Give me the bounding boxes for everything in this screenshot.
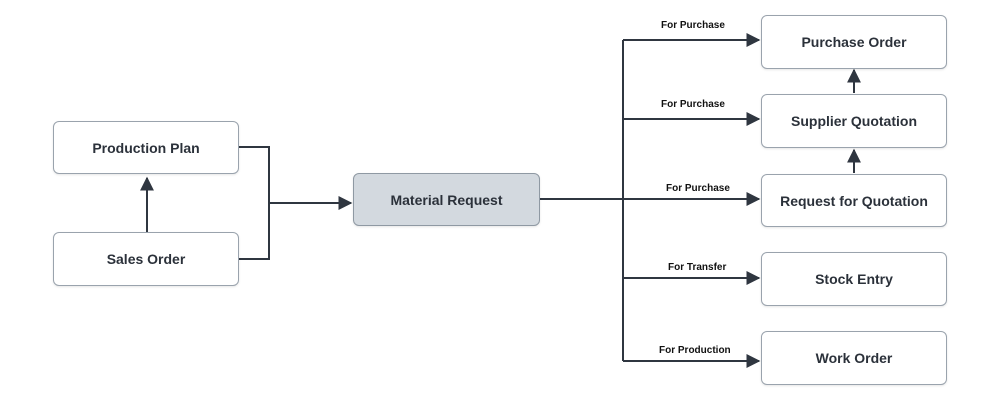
node-request-for-quotation-label: Request for Quotation xyxy=(780,192,928,209)
node-production-plan-label: Production Plan xyxy=(92,139,200,156)
node-production-plan[interactable]: Production Plan xyxy=(53,121,239,174)
node-work-order-label: Work Order xyxy=(815,350,893,366)
node-supplier-quotation[interactable]: Supplier Quotation xyxy=(761,94,947,148)
node-purchase-order-label: Purchase Order xyxy=(801,34,907,50)
node-purchase-order[interactable]: Purchase Order xyxy=(761,15,947,69)
node-stock-entry[interactable]: Stock Entry xyxy=(761,252,947,306)
node-request-for-quotation[interactable]: Request for Quotation xyxy=(761,174,947,227)
edge-label-for-purchase-sq: For Purchase xyxy=(661,99,725,110)
node-sales-order[interactable]: Sales Order xyxy=(53,232,239,286)
edge-label-for-purchase-po: For Purchase xyxy=(661,20,725,31)
edge-production-plan-out xyxy=(239,146,270,260)
edge-label-for-purchase-rfq: For Purchase xyxy=(666,183,730,194)
node-sales-order-label: Sales Order xyxy=(106,251,186,267)
edge-label-for-transfer: For Transfer xyxy=(668,262,727,273)
node-supplier-quotation-label: Supplier Quotation xyxy=(791,113,917,129)
edge-label-for-production: For Production xyxy=(659,345,731,356)
node-material-request-label: Material Request xyxy=(390,191,503,208)
node-work-order[interactable]: Work Order xyxy=(761,331,947,385)
node-stock-entry-label: Stock Entry xyxy=(815,271,893,287)
node-material-request[interactable]: Material Request xyxy=(353,173,540,226)
